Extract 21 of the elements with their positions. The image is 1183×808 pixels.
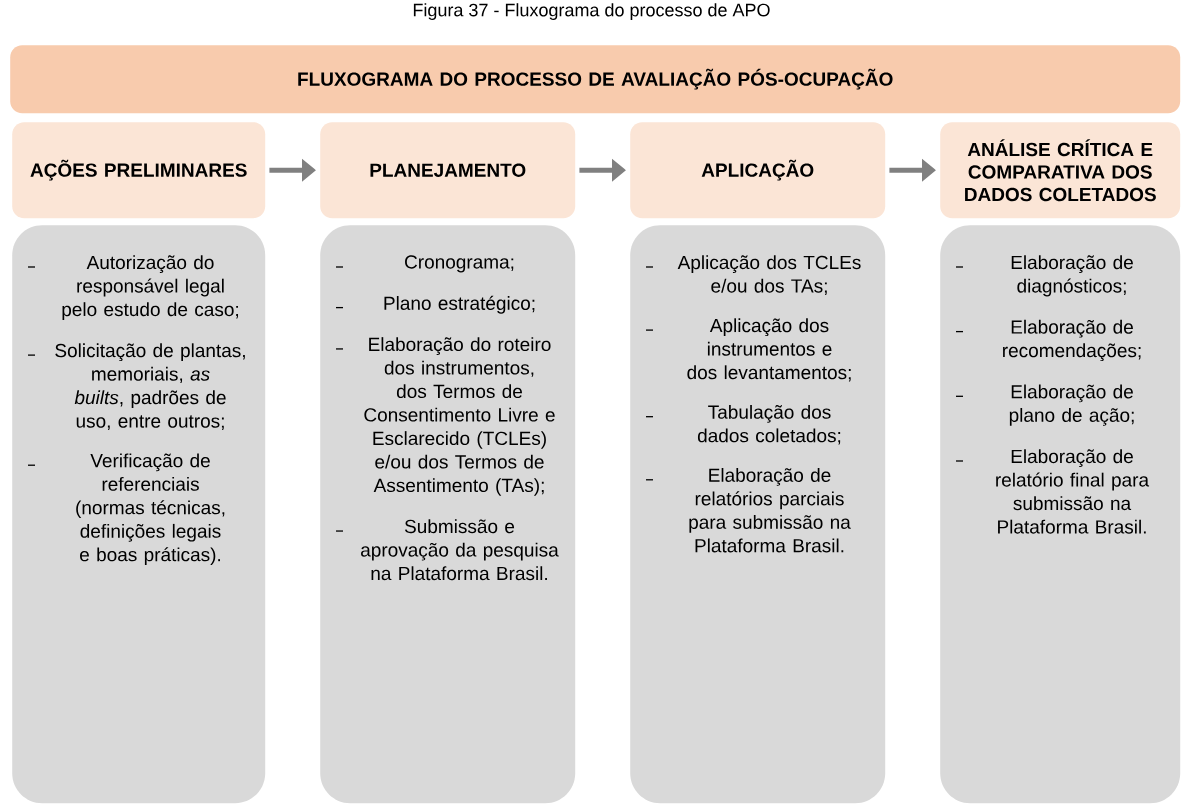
banner-box: FLUXOGRAMA DO PROCESSO DE AVALIAÇÃO PÓS-OCUPAÇÃO xyxy=(10,45,1181,114)
list-item: Elaboração de relatório final para submissão na Plataforma Brasil. xyxy=(996,449,1150,534)
figure-title: Figura 37 - Fluxograma do processo de APO xyxy=(413,3,770,20)
list-item: Elaboração de recomendações; xyxy=(1003,319,1141,362)
list-item: Verificação de referenciais (normas técnicas, definições legais e boas práticas). xyxy=(76,453,225,566)
list-item: Aplicação dos TCLEs e/ou dos TAs; xyxy=(677,255,861,295)
list-item: Plano estratégico; xyxy=(384,295,535,314)
phase-box: PLANEJAMENTO xyxy=(320,122,576,219)
list-item: Elaboração de relatórios parciais para submissão na Plataforma Brasil. xyxy=(689,468,851,553)
phase-box: AÇÕES PRELIMINARES xyxy=(12,122,266,219)
list-item: Tabulação dos dados coletados; xyxy=(697,404,841,445)
phase-box: ANÁLISE CRÍTICA E COMPARATIVA DOS DADOS COLETADOS xyxy=(940,122,1181,219)
list-item: Solicitação de plantas, memoriais, as builts, padrões de uso, entre outros; xyxy=(55,343,245,430)
list-item: Elaboração do roteiro dos instrumentos, dos Termos de Consentimento Livre e Esclarecido (TCLEs) e/ou dos Termos de Assentimento (TAs); xyxy=(364,337,555,496)
list-item: Aplicação dos instrumentos e dos levantamentos; xyxy=(687,318,851,382)
list-item: Cronograma; xyxy=(405,255,514,273)
phase-box: APLICAÇÃO xyxy=(630,122,886,219)
list-item: Elaboração de diagnósticos; xyxy=(1011,255,1133,297)
list-item: Submissão e aprovação da pesquisa na Plataforma Brasil. xyxy=(361,519,559,581)
list-item: Autorização do responsável legal pelo estudo de caso; xyxy=(62,255,238,320)
list-item: Elaboração de plano de ação; xyxy=(1009,384,1134,426)
